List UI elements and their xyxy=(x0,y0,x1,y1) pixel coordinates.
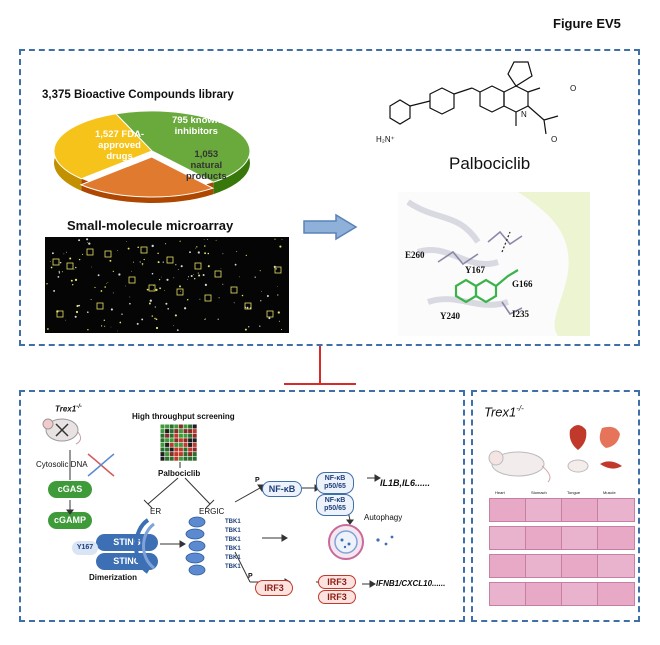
atom-n: N xyxy=(521,110,527,119)
histology-tile xyxy=(597,526,635,550)
histology-tile xyxy=(489,526,527,550)
irf3-node: IRF3 xyxy=(255,580,293,596)
trex1-title: Trex1-/- xyxy=(484,404,524,420)
histology-tile xyxy=(597,582,635,606)
histology-tile xyxy=(561,526,599,550)
inhibition-connector xyxy=(284,346,356,385)
histology-tile xyxy=(561,498,599,522)
irf3-dimer-node-1: IRF3 xyxy=(318,575,356,589)
figure-label: Figure EV5 xyxy=(553,16,621,31)
histology-tile xyxy=(525,554,563,578)
pie-slice-0 xyxy=(114,110,251,183)
histology-tile xyxy=(525,498,563,522)
residue-y240: Y240 xyxy=(440,311,460,321)
il-genes-label: IL1B,IL6...... xyxy=(380,478,431,488)
dimerization-label: Dimerization xyxy=(89,573,138,582)
cgas-node: cGAS xyxy=(48,481,92,498)
palbociclib-inhibitor-label: Palbociclib xyxy=(158,469,201,478)
histology-tile xyxy=(525,526,563,550)
autophagy-label: Autophagy xyxy=(364,513,403,522)
cytosolic-dna-label: Cytosolic DNA xyxy=(36,460,88,469)
organ-icons xyxy=(488,425,622,483)
top-panel xyxy=(19,49,640,346)
p-label-irf3: P xyxy=(248,573,253,580)
residue-g166: G166 xyxy=(512,279,533,289)
hts-label: High throughput screening xyxy=(132,412,235,421)
er-label: ER xyxy=(150,507,162,516)
flow-arrow xyxy=(303,213,358,241)
histology-grid: Heart Stomach Tongue Muscle xyxy=(489,490,635,612)
tissue-header-tongue: Tongue xyxy=(567,490,581,495)
tissue-header-stomach: Stomach xyxy=(531,490,547,495)
y167-badge: Y167 xyxy=(72,541,98,555)
nfkb-p50-node-2: NF-κB p50/65 xyxy=(316,494,354,516)
tissue-header-heart: Heart xyxy=(495,490,505,495)
residue-i235: I235 xyxy=(512,309,530,319)
pie-slice-1 xyxy=(79,156,215,198)
nfkb-p50-node-1: NF-κB p50/65 xyxy=(316,472,354,494)
histology-tile xyxy=(561,554,599,578)
docking-pose-image xyxy=(398,192,590,336)
ergic-label: ERGIC xyxy=(199,507,225,516)
mouse-icon xyxy=(42,418,82,445)
drug-name: Palbociclib xyxy=(449,154,531,173)
p-label-nfkb: P xyxy=(255,477,260,484)
histology-tile xyxy=(597,554,635,578)
dna-helix-icon xyxy=(87,453,115,477)
microarray-title: Small-molecule microarray xyxy=(67,218,234,233)
atom-o2: O xyxy=(551,135,558,144)
er-membrane-icon xyxy=(134,518,155,574)
chemical-structure xyxy=(389,61,559,135)
histology-tile xyxy=(489,498,527,522)
tissue-header-muscle: Muscle xyxy=(603,490,616,495)
pie-slice-2 xyxy=(53,113,153,180)
histology-tile xyxy=(489,554,527,578)
residue-y167: Y167 xyxy=(465,265,485,275)
atom-o1: O xyxy=(570,84,577,93)
tissue-panel xyxy=(471,390,640,622)
autophagosome-icon xyxy=(328,524,394,560)
ifn-genes-label: IFNB1/CXCL10...... xyxy=(376,579,446,588)
library-title: 3,375 Bioactive Compounds library xyxy=(42,89,234,101)
ergic-membrane-icon xyxy=(185,516,206,576)
hts-plate-icon xyxy=(160,424,197,461)
pie-chart xyxy=(53,110,251,203)
pie-slice-side-1 xyxy=(81,178,214,203)
histology-tile xyxy=(597,498,635,522)
histology-tile xyxy=(525,582,563,606)
pathway-panel xyxy=(19,390,465,622)
nfkb-node: NF-κB xyxy=(262,481,302,497)
residue-e260: E260 xyxy=(405,250,425,260)
microarray-image xyxy=(45,237,289,333)
mouse-label: Trex1-/- xyxy=(55,404,82,414)
histology-tile xyxy=(489,582,527,606)
irf3-dimer-node-2: IRF3 xyxy=(318,590,356,604)
histology-tile xyxy=(561,582,599,606)
cgamp-node: cGAMP xyxy=(48,512,92,529)
amine-label: H₂N⁺ xyxy=(376,135,395,144)
